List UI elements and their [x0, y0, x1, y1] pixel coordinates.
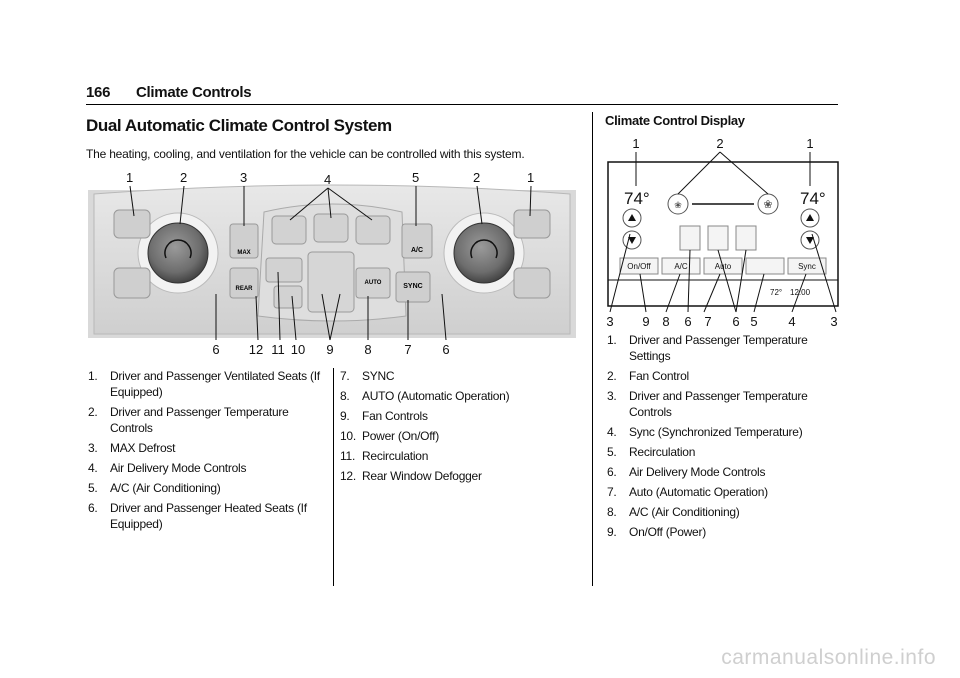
list-item: 5.A/C (Air Conditioning) [88, 481, 221, 495]
callout: 7 [404, 342, 411, 357]
header-rule [86, 104, 838, 105]
chapter-title: Climate Controls [136, 84, 252, 101]
list-item: 9.On/Off (Power) [607, 525, 706, 539]
callout: 9 [642, 314, 649, 328]
callout: 6 [442, 342, 449, 357]
column-divider [333, 368, 334, 586]
list-item: 5.Recirculation [607, 445, 696, 459]
intro-paragraph: The heating, cooling, and ventilation fo… [86, 147, 525, 161]
list-item: 8.AUTO (Automatic Operation) [340, 389, 510, 403]
page-header: 166 Climate Controls [86, 84, 252, 101]
callout: 9 [326, 342, 333, 357]
svg-text:❀: ❀ [674, 200, 682, 210]
page-number: 166 [86, 84, 111, 101]
callout: 1 [527, 170, 534, 185]
svg-text:❀: ❀ [763, 199, 772, 211]
list-item: 6.Air Delivery Mode Controls [607, 465, 766, 479]
ac-label: A/C [411, 247, 423, 254]
callout: 1 [126, 170, 133, 185]
callout: 11 [271, 342, 285, 357]
callout: 3 [830, 314, 837, 328]
callout: 7 [704, 314, 711, 328]
callout: 8 [364, 342, 371, 357]
callout: 1 [806, 136, 813, 151]
list-item: 4.Sync (Synchronized Temperature) [607, 425, 803, 439]
panel-legend-list-mid: 7.SYNC 8.AUTO (Automatic Operation) 9.Fa… [340, 368, 580, 488]
max-label: MAX [237, 250, 250, 256]
list-item: 8.A/C (Air Conditioning) [607, 505, 740, 519]
callout: 2 [716, 136, 723, 151]
list-item: 3.MAX Defrost [88, 441, 176, 455]
callout: 2 [180, 170, 187, 185]
right-temp: 74° [800, 189, 826, 208]
display-button-label: On/Off [627, 262, 651, 271]
callouts-top: 1 2 3 4 5 2 1 [126, 170, 534, 187]
callout: 10 [291, 342, 305, 357]
callout: 5 [412, 170, 419, 185]
left-temp: 74° [624, 189, 650, 208]
callout: 4 [324, 172, 331, 187]
display-title: Climate Control Display [605, 113, 745, 128]
callout: 5 [750, 314, 757, 328]
auto-label: AUTO [365, 280, 382, 286]
climate-panel-figure: 1 2 3 4 5 2 1 MAX REAR A/C SYNC AUTO [88, 170, 576, 357]
callout: 4 [788, 314, 795, 328]
callout: 2 [473, 170, 480, 185]
callout: 3 [240, 170, 247, 185]
list-item: 10.Power (On/Off) [340, 429, 439, 443]
climate-display-figure: 1 2 1 74° 74° ❀ ❀ On/Off A/C Auto Sync 7… [606, 136, 839, 328]
list-item: 7.SYNC [340, 369, 395, 383]
callout: 3 [606, 314, 613, 328]
callouts-bottom: 6 12 11 10 9 8 7 6 [212, 342, 449, 357]
callout: 8 [662, 314, 669, 328]
callout: 12 [249, 342, 263, 357]
sync-label: SYNC [403, 283, 422, 290]
list-item: 1.Driver and Passenger Ventilated Seats … [88, 369, 320, 399]
status-time: 12:00 [790, 288, 811, 297]
list-item: 4.Air Delivery Mode Controls [88, 461, 247, 475]
panel-legend-list-left: 1.Driver and Passenger Ventilated Seats … [88, 368, 338, 536]
section-title: Dual Automatic Climate Control System [86, 116, 392, 135]
callout: 6 [684, 314, 691, 328]
column-divider [592, 112, 593, 586]
display-button-label: A/C [674, 262, 688, 271]
display-button-label: Sync [798, 262, 816, 271]
callout: 1 [632, 136, 639, 151]
list-item: 9.Fan Controls [340, 409, 428, 423]
list-item: 7.Auto (Automatic Operation) [607, 485, 768, 499]
rear-label: REAR [235, 286, 253, 292]
callout: 6 [732, 314, 739, 328]
list-item: 12.Rear Window Defogger [340, 469, 482, 483]
watermark: carmanualsonline.info [721, 646, 936, 669]
callout: 6 [212, 342, 219, 357]
status-temp: 72° [770, 288, 782, 297]
list-item: 2.Fan Control [607, 369, 689, 383]
list-item: 11.Recirculation [340, 449, 429, 463]
